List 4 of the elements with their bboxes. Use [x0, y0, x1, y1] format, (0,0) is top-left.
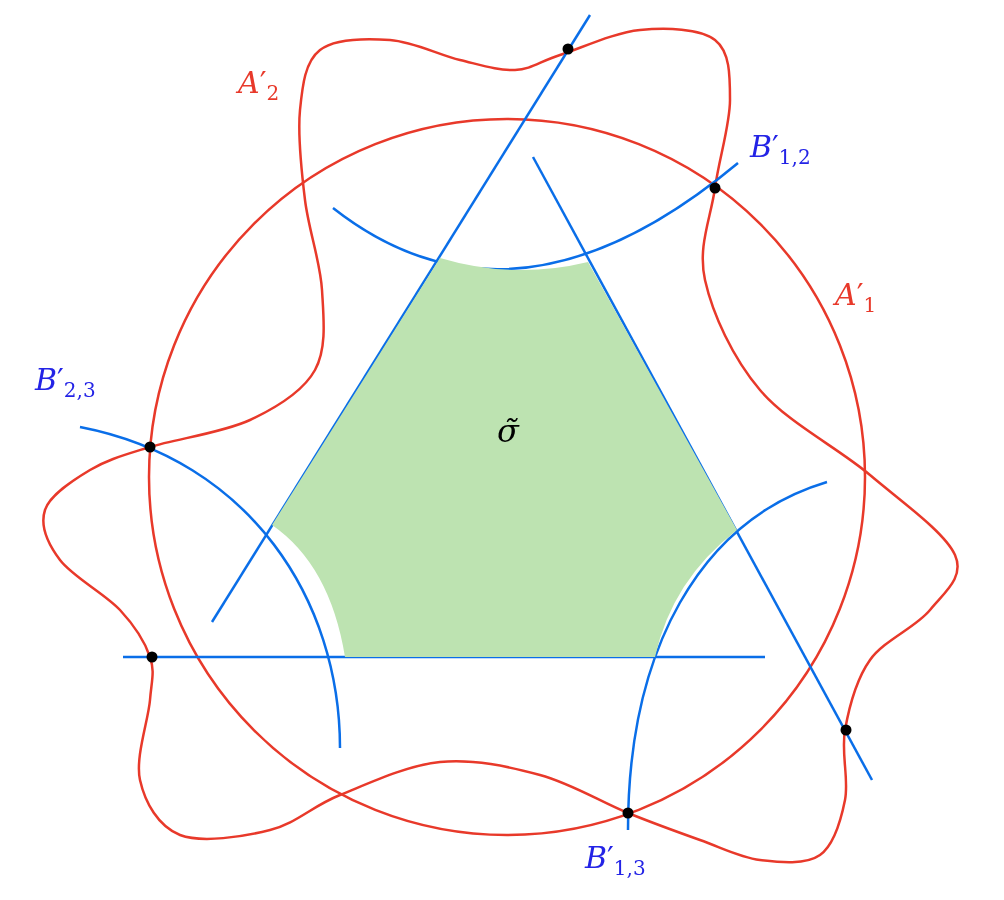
curve-label: B′$_{1,2}$ [750, 132, 811, 167]
curve-label: B′$_{2,3}$ [35, 365, 96, 400]
region-label: σ̃ [497, 415, 519, 447]
curve-label: B′$_{1,3}$ [585, 843, 646, 878]
